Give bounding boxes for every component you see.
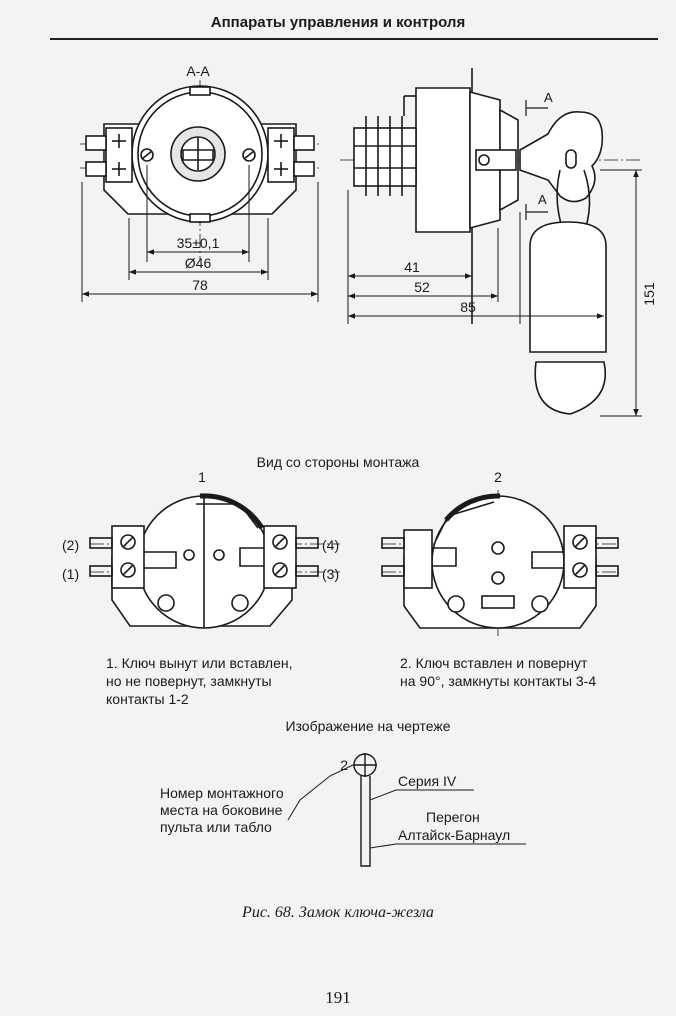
mount-left-marker: 1 (198, 469, 206, 485)
contact-2-label: (2) (62, 537, 79, 553)
right-caption-line-2: на 90°, замкнуты контакты 3-4 (400, 673, 596, 689)
dim-46: Ø46 (185, 255, 212, 271)
dim-41: 41 (404, 259, 420, 275)
contact-3-label: (3) (322, 566, 339, 582)
left-caption-line-1: 1. Ключ вынут или вставлен, (106, 655, 293, 671)
running-header: Аппараты управления и контроля (210, 14, 466, 31)
dim-78: 78 (192, 277, 208, 293)
mount-view-right (381, 490, 619, 636)
right-caption-line-1: 2. Ключ вставлен и повернут (400, 655, 588, 671)
section-label-a-bottom: A (538, 192, 547, 207)
mount-view-title: Вид со стороны монтажа (257, 454, 420, 470)
key-staff-symbol (287, 753, 526, 867)
dim-85: 85 (460, 299, 476, 315)
mount-view-left (89, 493, 340, 629)
figure-caption: Рис. 68. Замок ключа-жезла (242, 904, 434, 921)
left-label-line-1: Номер монтажного (160, 785, 284, 801)
section-label-aa: A-A (186, 63, 210, 79)
header-rule (50, 38, 658, 40)
left-label-line-3: пульта или табло (160, 819, 272, 835)
side-view (340, 68, 640, 415)
contact-1-label: (1) (62, 566, 79, 582)
dim-151: 151 (641, 282, 657, 306)
route-label-line-2: Алтайск-Барнаул (398, 827, 510, 843)
section-label-a-top: A (544, 90, 553, 105)
dim-52: 52 (414, 279, 430, 295)
contact-4-label: (4) (322, 537, 339, 553)
route-label-line-1: Перегон (426, 809, 480, 825)
series-label: Серия IV (398, 773, 457, 789)
left-caption-line-2: но не повернут, замкнуты (106, 673, 272, 689)
section-arrows (525, 100, 548, 220)
side-view-dimensions (347, 169, 642, 417)
left-label-line-2: места на боковине (160, 802, 283, 818)
mount-right-marker: 2 (494, 469, 502, 485)
dim-35: 35±0,1 (177, 235, 220, 251)
symbol-marker: 2 (340, 757, 348, 773)
left-caption-line-3: контакты 1-2 (106, 691, 189, 707)
front-view (80, 80, 320, 260)
front-view-dimensions (81, 165, 319, 302)
page-number: 191 (325, 988, 351, 1007)
symbol-title: Изображение на чертеже (285, 718, 450, 734)
